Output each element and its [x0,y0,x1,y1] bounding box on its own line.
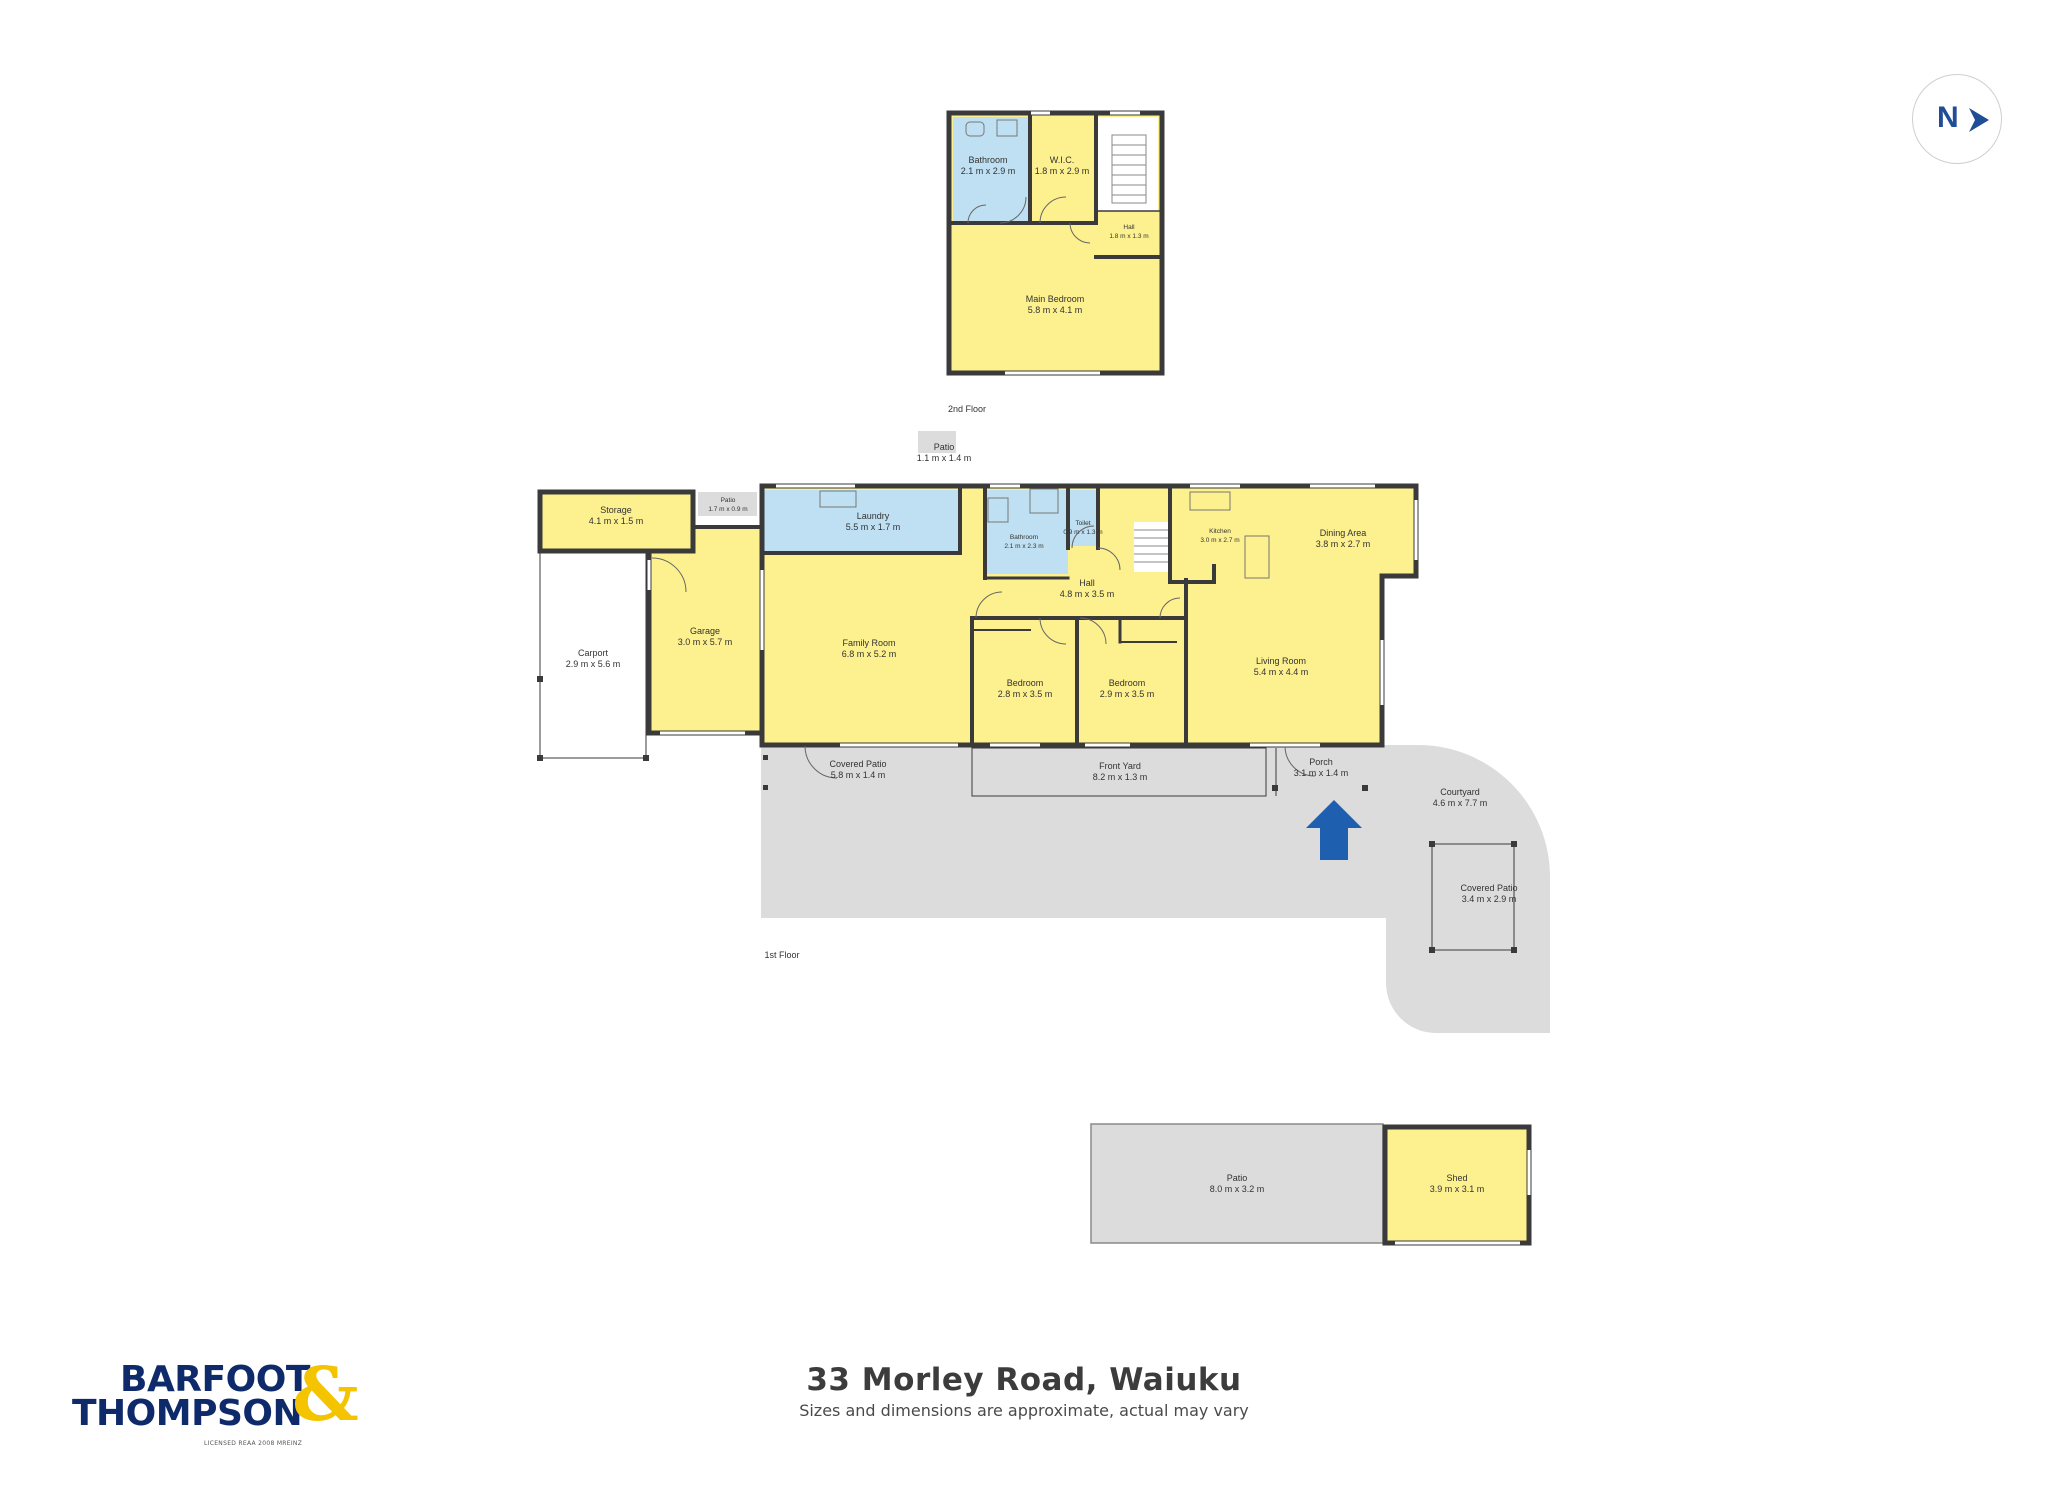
room-name: Living Room [1256,656,1306,666]
room-size: 8.2 m x 1.3 m [1093,772,1148,782]
room-size: 5.8 m x 4.1 m [1028,305,1083,315]
bathroom-upper-fill [953,117,1028,223]
room-name: Carport [578,648,609,658]
room-size: 3.1 m x 1.4 m [1294,768,1349,778]
room-name: Patio [721,497,736,504]
room-size: 2.9 m x 3.5 m [1100,689,1155,699]
shed-fill [1385,1127,1529,1243]
room-name: Bathroom [968,155,1007,165]
front-outdoor-area [761,745,1386,918]
room-size: 5.5 m x 1.7 m [846,522,901,532]
patio-tiny-fill [698,492,757,516]
first-floor-plan: Patio 1.1 m x 1.4 m Patio 1.7 m x 0.9 m … [537,431,1550,1033]
room-size: 2.1 m x 2.3 m [1004,543,1043,550]
room-name: Bedroom [1007,678,1044,688]
room-size: 2.1 m x 2.9 m [961,166,1016,176]
property-address: 33 Morley Road, Waiuku [806,1362,1242,1398]
sink-fixture-icon [996,119,1018,137]
bathroom-lower-fill [985,490,1068,574]
disclaimer-text: Sizes and dimensions are approximate, ac… [799,1401,1249,1420]
room-name: Family Room [842,638,895,648]
room-size: 2.9 m x 5.6 m [566,659,621,669]
room-size: 2.8 m x 3.5 m [998,689,1053,699]
patio-small-fill [918,431,956,453]
room-name: Dining Area [1320,528,1367,538]
toilet-fixture-icon [965,121,985,137]
north-arrow-icon [1969,108,1989,132]
lower-door-swings [651,525,1316,779]
room-name: Covered Patio [1460,883,1517,893]
lower-stairs-icon [1134,529,1170,563]
room-name: Bathroom [1010,534,1038,541]
lower-windows [647,484,1418,747]
room-size: 6.8 m x 5.2 m [842,649,897,659]
room-name: Storage [600,505,632,515]
room-name: Garage [690,626,720,636]
side-covered-patio-outline [1431,843,1515,951]
floor-label-second: 2nd Floor [948,404,986,414]
room-name: W.I.C. [1050,155,1075,165]
upper-windows [1005,111,1140,375]
room-name: Front Yard [1099,761,1141,771]
room-name: Porch [1309,757,1333,767]
room-size: 0.9 m x 1.3 m [1063,529,1102,536]
room-size: 8.0 m x 3.2 m [1210,1184,1265,1194]
room-name: Hall [1123,224,1135,231]
room-size: 4.6 m x 7.7 m [1433,798,1488,808]
room-size: 1.7 m x 0.9 m [708,506,747,513]
room-size: 3.8 m x 2.7 m [1316,539,1371,549]
laundry-fill [762,490,960,552]
room-name: Covered Patio [829,759,886,769]
room-size: 3.4 m x 2.9 m [1462,894,1517,904]
room-size: 1.8 m x 1.3 m [1109,233,1148,240]
outbuilding-plan: Patio 8.0 m x 3.2 m Shed 3.9 m x 3.1 m [1090,1123,1532,1246]
logo-line1: BARFOOT [120,1359,310,1400]
logo-license: LICENSED REAA 2008 MREINZ [204,1440,303,1447]
room-size: 4.8 m x 3.5 m [1060,589,1115,599]
room-size: 1.1 m x 1.4 m [917,453,972,463]
room-name: Kitchen [1209,528,1231,535]
brand-logo: BARFOOT THOMPSON & LICENSED REAA 2008 MR… [70,1356,360,1472]
room-size: 4.1 m x 1.5 m [589,516,644,526]
room-name: Laundry [857,511,890,521]
logo-ampersand: & [292,1352,359,1438]
room-name: Patio [934,442,955,452]
upper-stairs-icon [1111,134,1147,204]
hall-upper-fill [1096,211,1158,257]
carport-posts [537,676,649,761]
room-size: 3.0 m x 2.7 m [1200,537,1239,544]
toilet-fill [1068,490,1098,546]
courtyard-area [1386,745,1550,1033]
room-size: 3.0 m x 5.7 m [678,637,733,647]
shed-windows [1395,1150,1531,1245]
porch-posts [763,755,1368,791]
room-name: Toilet [1075,520,1090,527]
room-name: Hall [1079,578,1095,588]
room-name: Courtyard [1440,787,1480,797]
upper-door-swings [967,196,1091,244]
entrance-arrow-icon [1306,800,1362,860]
room-size: 5.8 m x 1.4 m [831,770,886,780]
room-name: Bedroom [1109,678,1146,688]
lower-fixtures [819,488,1270,579]
compass-label: N [1937,101,1959,134]
room-size: 3.9 m x 3.1 m [1430,1184,1485,1194]
room-size: 5.4 m x 4.4 m [1254,667,1309,677]
logo-line2: THOMPSON [72,1393,303,1434]
floor-label-first: 1st Floor [764,950,799,960]
room-name: Shed [1446,1173,1467,1183]
carport-outline [539,553,647,759]
patio-large-fill [1090,1123,1384,1244]
second-floor-plan: Bathroom 2.1 m x 2.9 m W.I.C. 1.8 m x 2.… [946,110,1165,414]
side-covered-patio-posts [1429,841,1517,953]
room-size: 1.8 m x 2.9 m [1035,166,1090,176]
room-name: Main Bedroom [1026,294,1085,304]
north-compass: N [1912,74,2002,164]
room-name: Patio [1227,1173,1248,1183]
